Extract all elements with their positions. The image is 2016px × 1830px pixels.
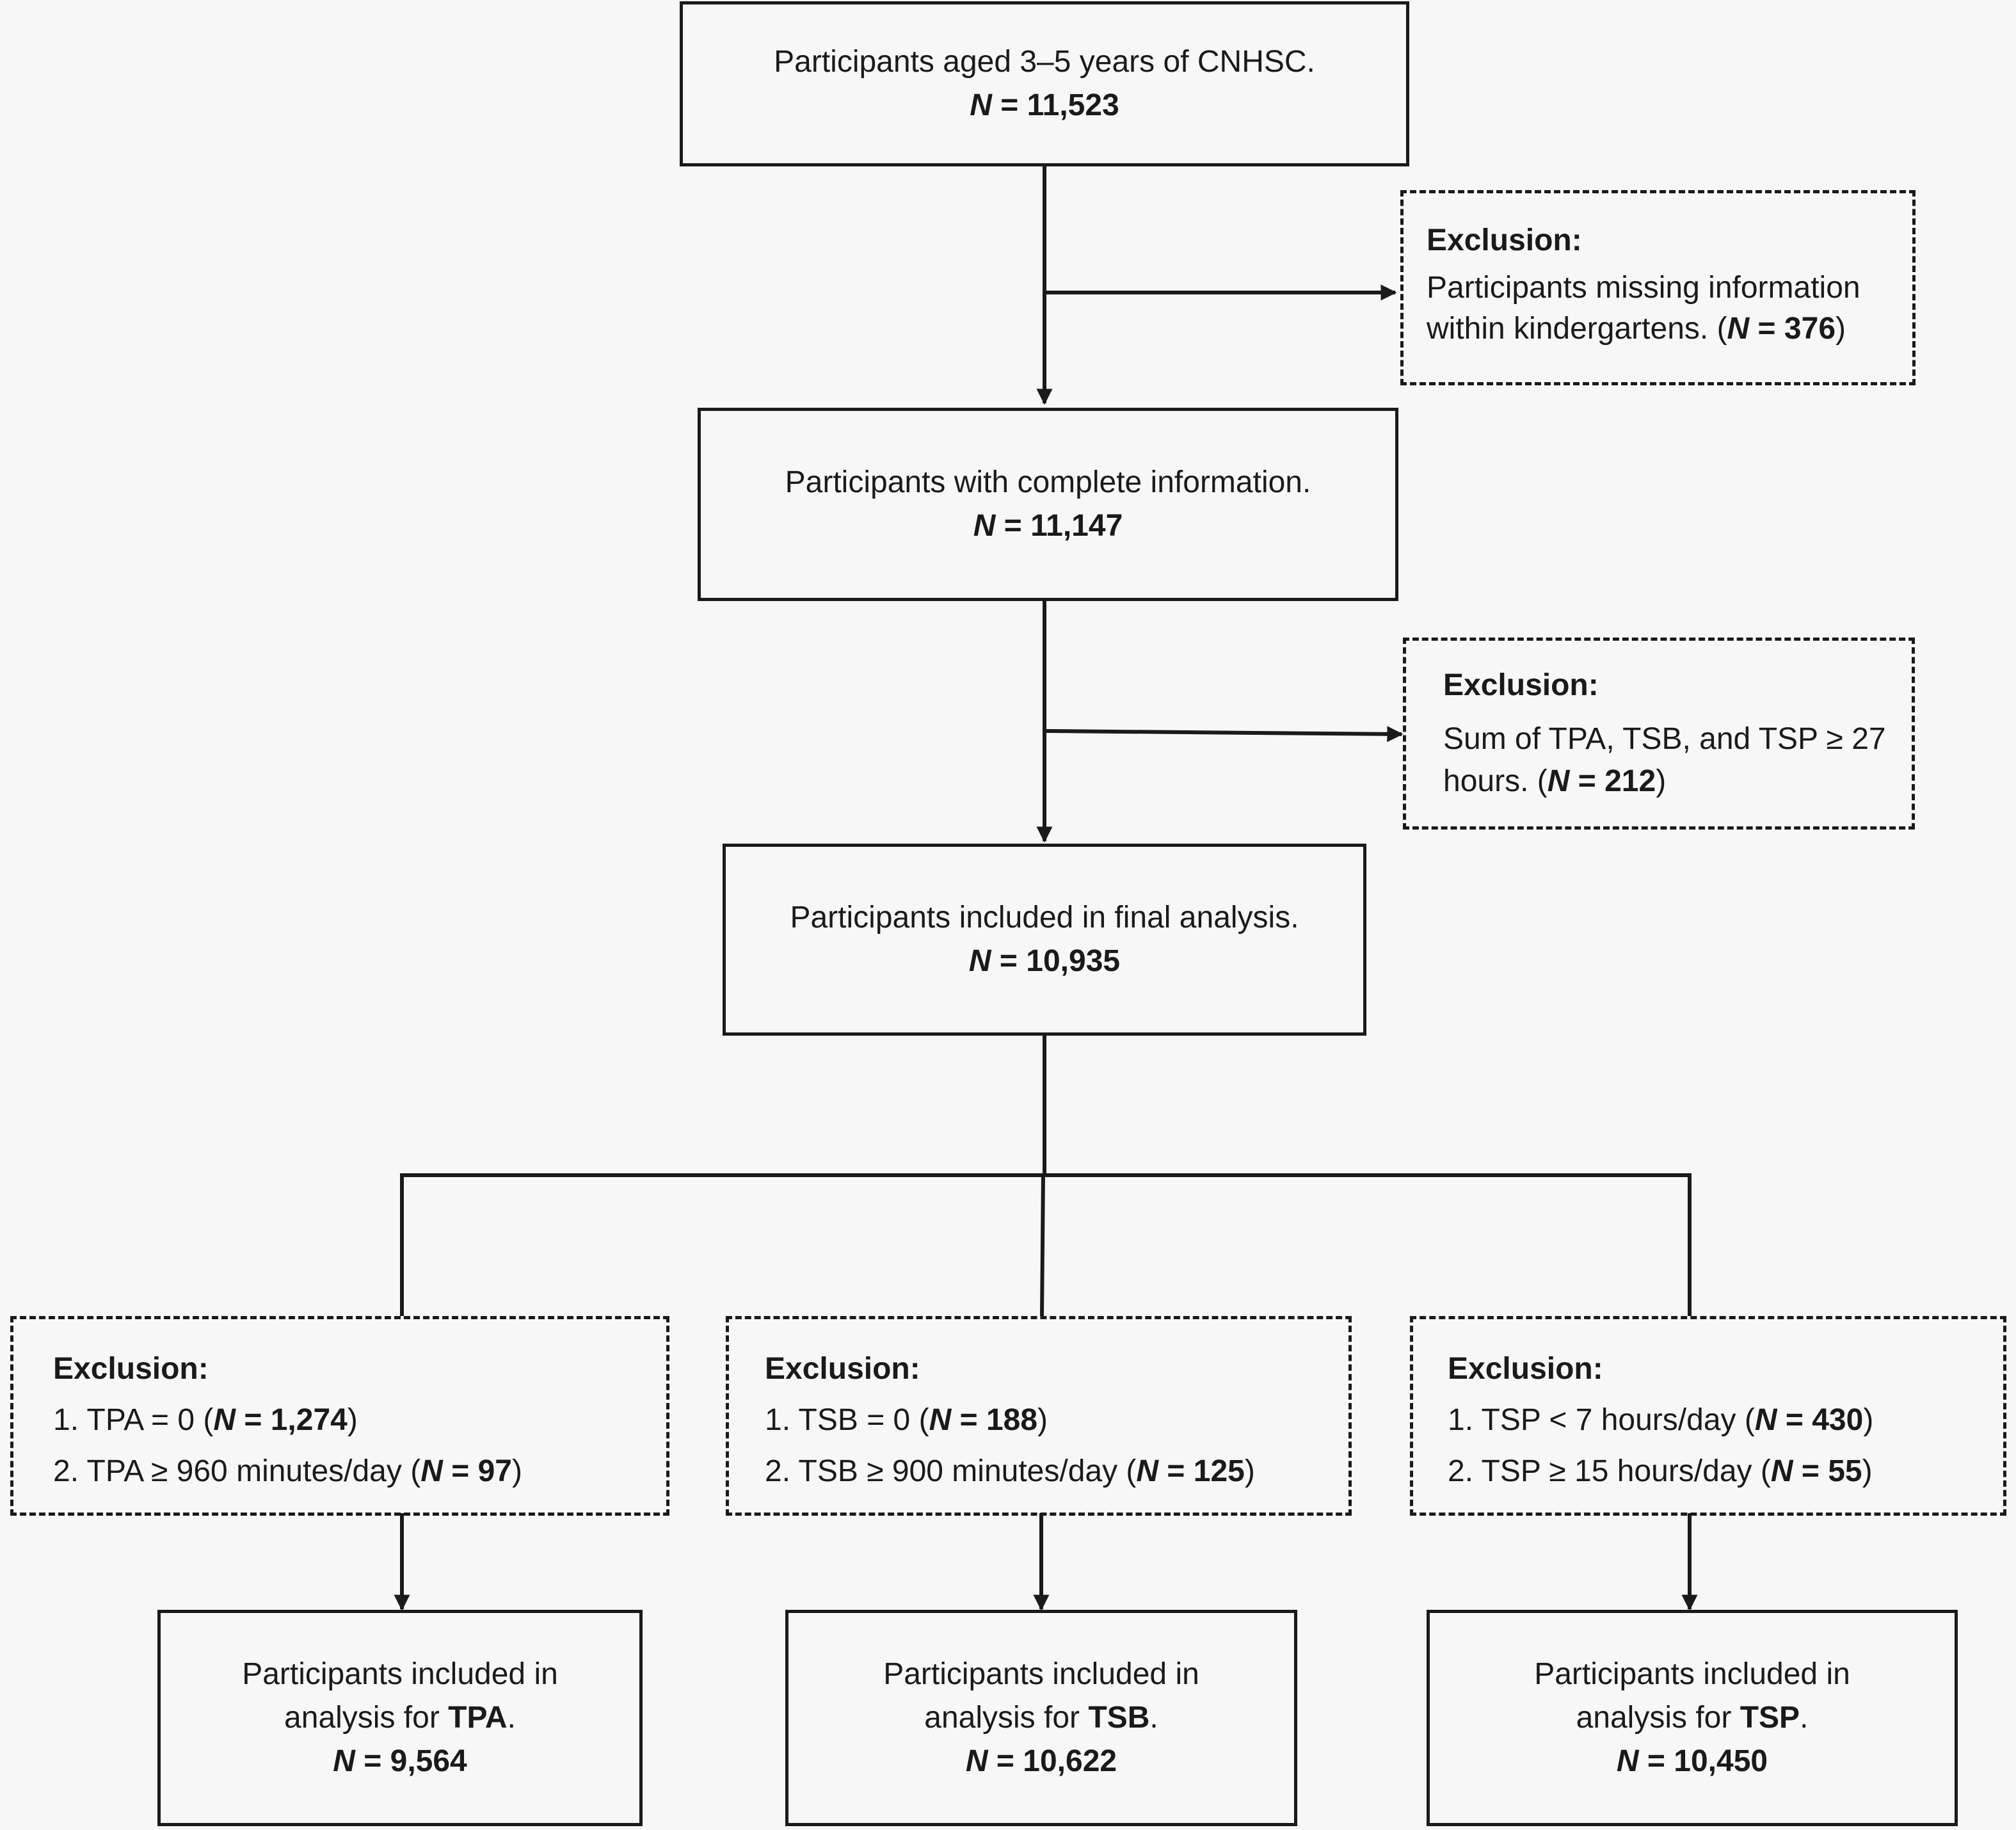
box-tsb-n: N = 10,622 [965, 1744, 1117, 1778]
exclusion-tsb-title: Exclusion: [765, 1352, 920, 1386]
exclusion-tsb-item-2: 2. TSB ≥ 900 minutes/day (N = 125) [765, 1454, 1255, 1488]
line-branch-tsb [1040, 1173, 1045, 1317]
exclusion-tsb-item-1: 1. TSB = 0 (N = 188) [765, 1403, 1048, 1437]
box-tsb-line1: Participants included in [883, 1657, 1199, 1691]
exclusion-missing-line1: Participants missing information [1427, 271, 1860, 305]
exclusion-missing: Exclusion: Participants missing informat… [1400, 190, 1916, 385]
exclusion-tpa-item-2: 2. TPA ≥ 960 minutes/day (N = 97) [53, 1454, 522, 1488]
exclusion-tpa: Exclusion: 1. TPA = 0 (N = 1,274) 2. TPA… [10, 1316, 669, 1516]
box-tsp-line2: analysis for TSP. [1576, 1701, 1809, 1735]
box-start-text: Participants aged 3–5 years of CNHSC. [774, 45, 1315, 79]
box-final: Participants included in final analysis.… [723, 844, 1366, 1036]
exclusion-sum-title: Exclusion: [1443, 668, 1599, 702]
box-tsp-n: N = 10,450 [1616, 1744, 1768, 1778]
exclusion-sum-line2: hours. (N = 212) [1443, 764, 1667, 798]
box-final-text: Participants included in final analysis. [790, 901, 1299, 935]
exclusion-tsb: Exclusion: 1. TSB = 0 (N = 188) 2. TSB ≥… [726, 1316, 1352, 1516]
box-tpa-n: N = 9,564 [333, 1744, 467, 1778]
box-final-n: N = 10,935 [968, 944, 1121, 978]
box-tpa-line2: analysis for TPA. [284, 1701, 516, 1735]
exclusion-tsp-item-2: 2. TSP ≥ 15 hours/day (N = 55) [1448, 1454, 1873, 1488]
box-complete-text: Participants with complete information. [785, 465, 1311, 499]
arrow-to-exclusion-sum [1044, 726, 1404, 742]
box-complete-n: N = 11,147 [973, 509, 1123, 543]
exclusion-sum-line1: Sum of TPA, TSB, and TSP ≥ 27 [1443, 722, 1886, 756]
exclusion-tsp-item-1: 1. TSP < 7 hours/day (N = 430) [1448, 1403, 1874, 1437]
box-tsb-line2: analysis for TSB. [924, 1701, 1158, 1735]
box-complete: Participants with complete information. … [698, 408, 1398, 601]
exclusion-tsp-title: Exclusion: [1448, 1352, 1603, 1386]
box-tpa: Participants included in analysis for TP… [157, 1610, 643, 1826]
box-tsb: Participants included in analysis for TS… [785, 1610, 1297, 1826]
exclusion-sum: Exclusion: Sum of TPA, TSB, and TSP ≥ 27… [1403, 638, 1915, 830]
exclusion-tsp: Exclusion: 1. TSP < 7 hours/day (N = 430… [1410, 1316, 2006, 1516]
box-tsp-line1: Participants included in [1534, 1657, 1850, 1691]
box-tsp: Participants included in analysis for TS… [1427, 1610, 1958, 1826]
box-tpa-line1: Participants included in [242, 1657, 558, 1691]
box-start-n: N = 11,523 [970, 88, 1119, 122]
exclusion-tpa-title: Exclusion: [53, 1352, 209, 1386]
exclusion-missing-line2: within kindergartens. (N = 376) [1427, 312, 1846, 346]
exclusion-missing-title: Exclusion: [1427, 223, 1582, 257]
box-start: Participants aged 3–5 years of CNHSC. N … [680, 1, 1409, 166]
exclusion-tpa-item-1: 1. TPA = 0 (N = 1,274) [53, 1403, 358, 1437]
